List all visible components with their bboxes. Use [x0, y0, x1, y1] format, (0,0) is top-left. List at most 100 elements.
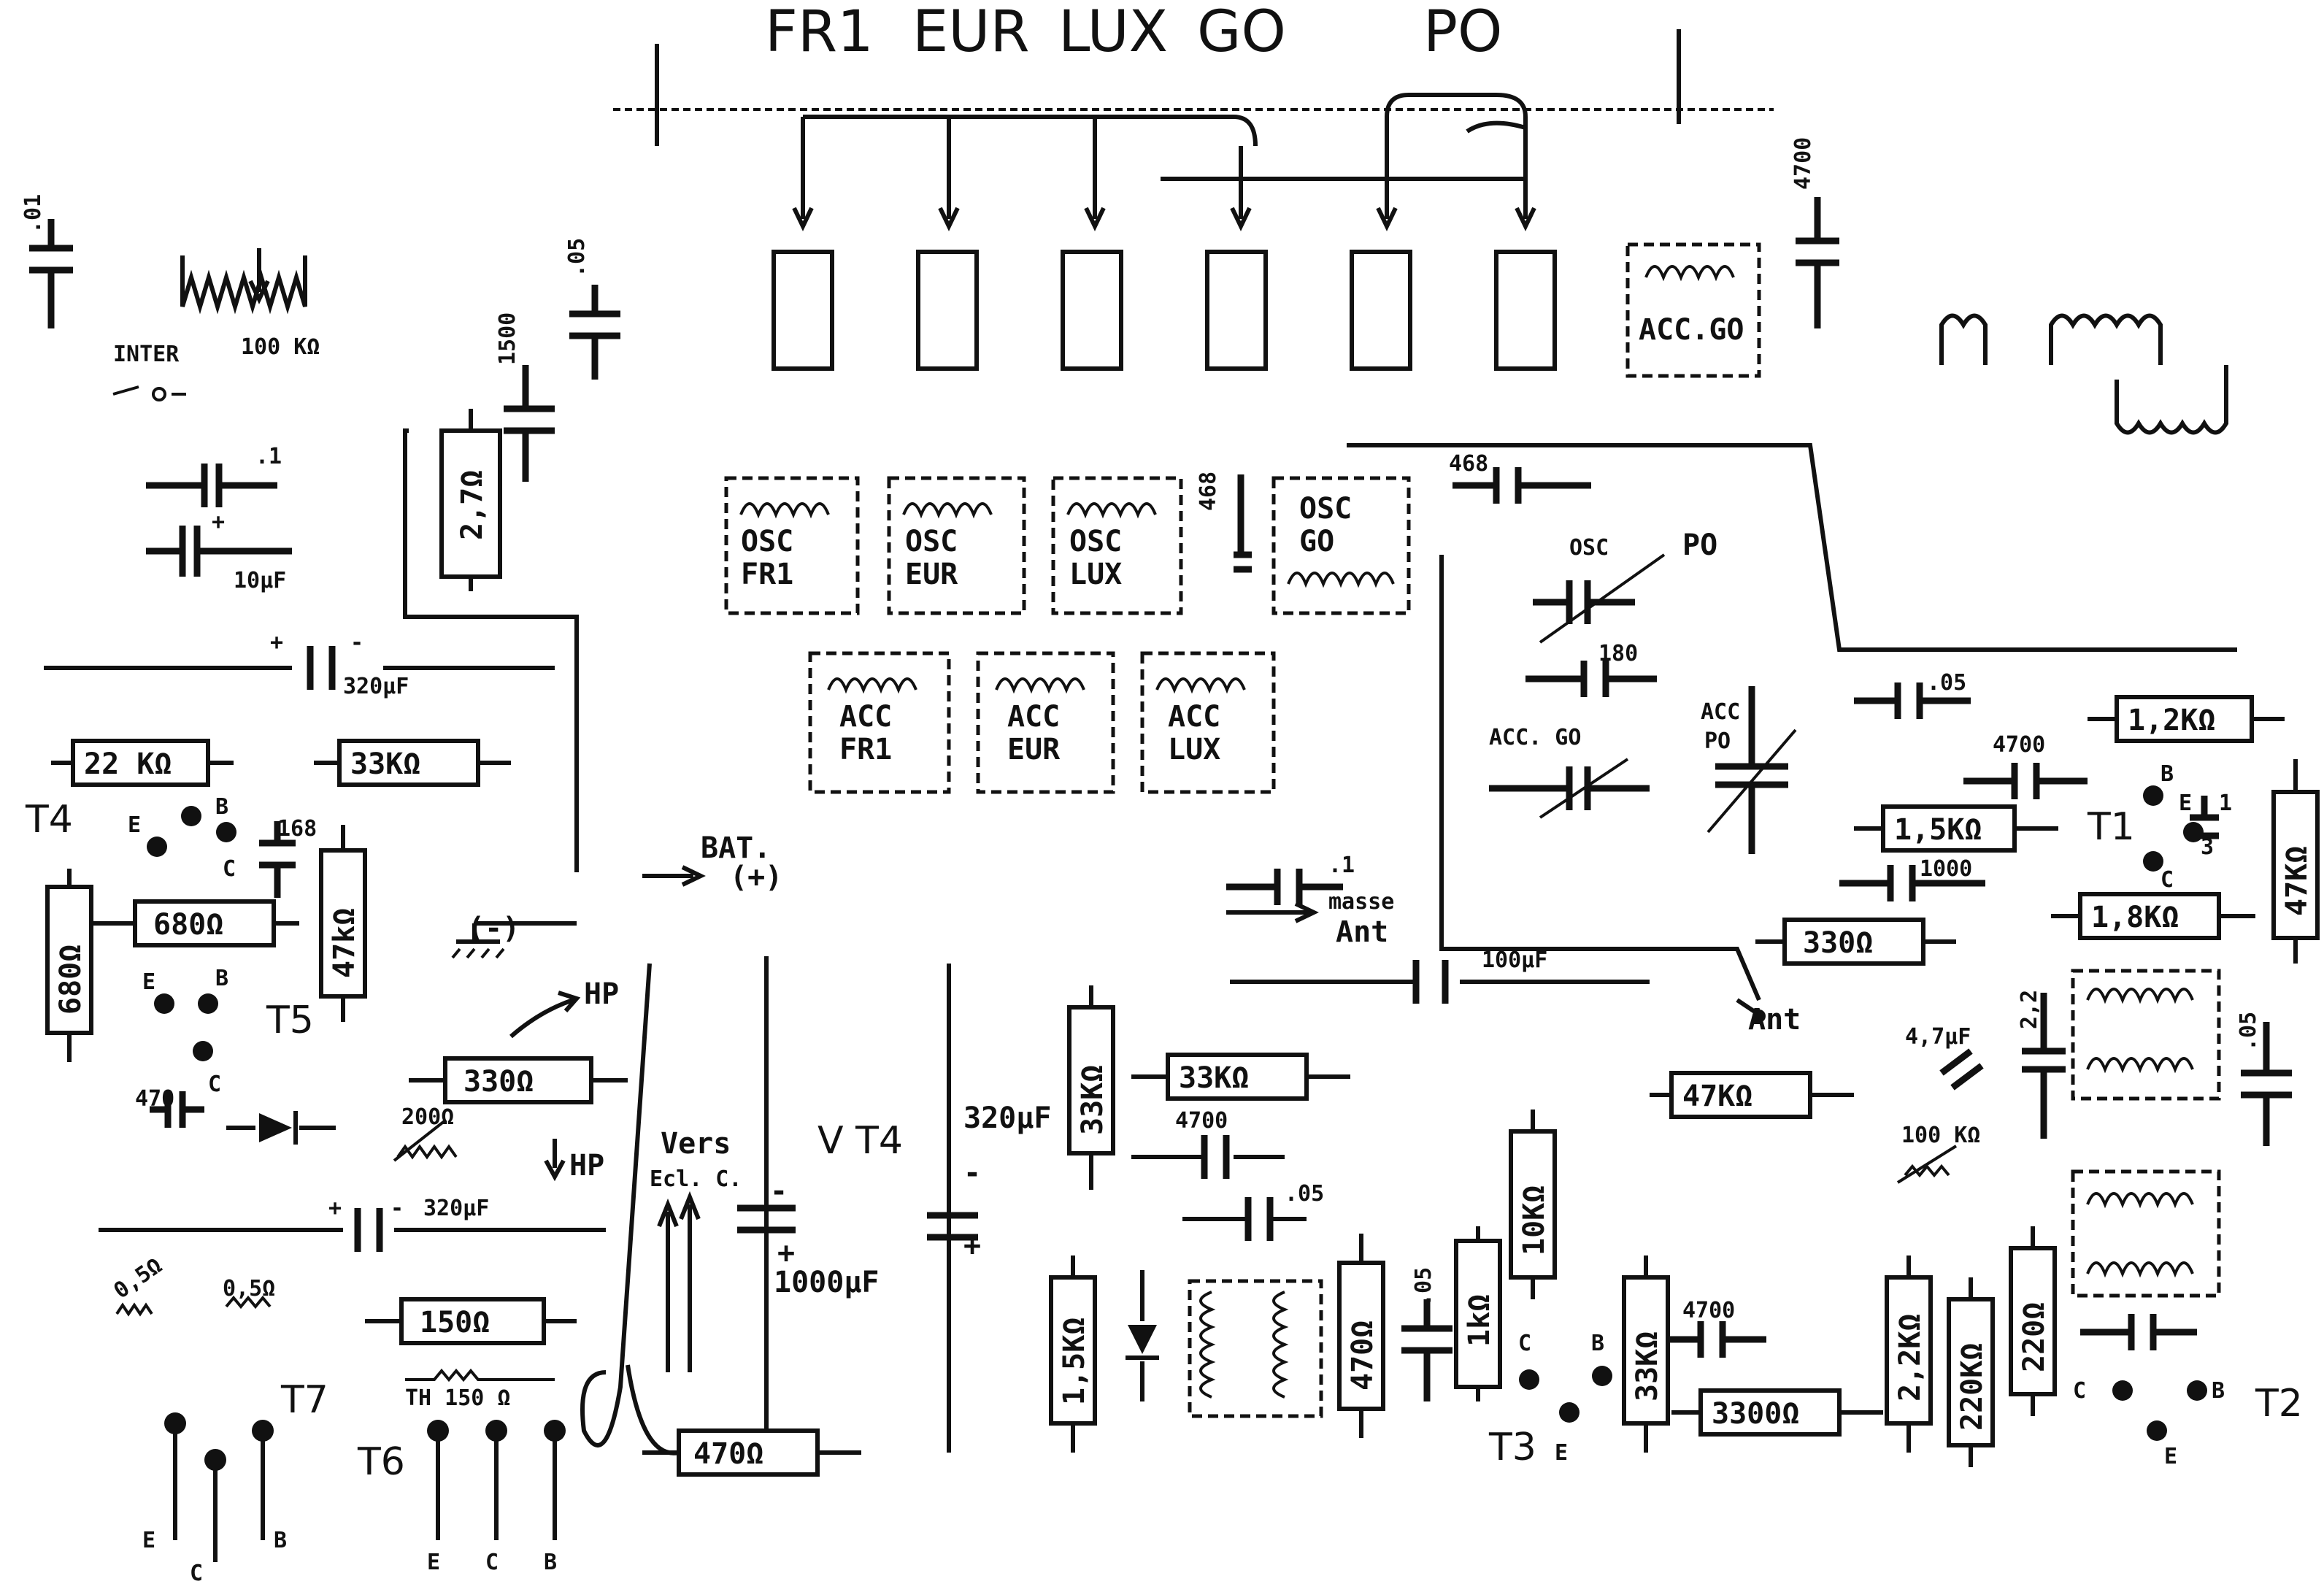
svg-text:PO: PO	[1682, 528, 1717, 562]
resistor-2-7: 2,7Ω	[439, 409, 502, 591]
transistor-pins	[147, 785, 2207, 1562]
resistor-22k: 22 KΩ	[51, 739, 234, 787]
svg-text:320µF: 320µF	[423, 1196, 489, 1221]
svg-text:C: C	[2073, 1378, 2086, 1404]
svg-text:.05: .05	[1927, 670, 1966, 696]
capacitor-4700-a	[1201, 1135, 1230, 1179]
svg-text:.05: .05	[2236, 1012, 2261, 1051]
svg-text:.05: .05	[1411, 1267, 1436, 1307]
capacitor-1-mid	[1226, 869, 1343, 905]
capacitor-320uf-top	[307, 646, 336, 690]
hp-arrow-up	[509, 991, 581, 1039]
band-switch-pads	[772, 250, 1557, 371]
svg-text:TH 150 Ω: TH 150 Ω	[405, 1385, 511, 1411]
t2-pin-b	[2187, 1380, 2207, 1401]
svg-text:330Ω: 330Ω	[1803, 926, 1873, 960]
coil-acc-lux: ACC LUX	[1140, 651, 1276, 794]
svg-text:FR1: FR1	[741, 558, 793, 591]
ground-symbol	[456, 921, 577, 944]
svg-text:HP: HP	[569, 1149, 604, 1183]
svg-text:168: 168	[277, 816, 317, 842]
pot-200	[393, 1119, 458, 1162]
svg-text:2,2: 2,2	[2017, 990, 2042, 1029]
svg-text:320µF: 320µF	[343, 674, 409, 699]
variable-capacitors	[1489, 553, 1984, 1091]
inter-switch	[112, 385, 186, 401]
hp-arrow-down	[544, 1139, 566, 1182]
svg-text:EUR: EUR	[1007, 733, 1061, 766]
svg-text:1kΩ: 1kΩ	[1463, 1294, 1496, 1347]
svg-text:+: +	[212, 509, 225, 535]
resistors: 2,7Ω 22 KΩ 33KΩ 680Ω 680Ω 47kΩ	[45, 409, 2320, 1477]
capacitors	[29, 197, 2292, 1401]
svg-text:OSC: OSC	[905, 525, 958, 558]
trimmer-acc-po	[1715, 686, 1788, 854]
capacitor-4700-right	[1963, 763, 2088, 799]
capacitor-1000uf	[737, 1204, 796, 1234]
svg-text:1000µF: 1000µF	[774, 1266, 880, 1299]
capacitor-05-bottom	[1401, 1299, 1452, 1401]
svg-text:B: B	[2161, 761, 2174, 787]
svg-text:HP: HP	[584, 977, 619, 1011]
band-label-go: GO	[1197, 0, 1286, 65]
capacitor-1500	[504, 365, 555, 482]
svg-text:C: C	[2161, 867, 2174, 893]
svg-text:100µF: 100µF	[1482, 947, 1547, 973]
svg-text:.05: .05	[1285, 1181, 1324, 1207]
t3-pin-e	[1559, 1402, 1580, 1423]
t5-pin-c	[193, 1041, 213, 1061]
capacitor-2-2	[2022, 993, 2066, 1139]
ant-arrow	[1226, 901, 1319, 923]
coil-osc-fr1: OSC FR1	[724, 476, 860, 615]
svg-text:V T4: V T4	[817, 1119, 903, 1163]
coil-acc-go: ACC.GO	[1625, 242, 1761, 378]
svg-text:OSC: OSC	[1569, 535, 1609, 561]
svg-text:220KΩ: 220KΩ	[1955, 1343, 1989, 1431]
resistor-1k: 1kΩ	[1454, 1226, 1502, 1401]
resistor-220k: 220KΩ	[1947, 1277, 1995, 1467]
svg-text:.1: .1	[1328, 853, 1355, 878]
svg-text:47kΩ: 47kΩ	[328, 908, 361, 978]
capacitor-100uf	[1412, 960, 1449, 1004]
svg-text:.05: .05	[564, 238, 590, 277]
resistor-470: 470Ω	[642, 1428, 861, 1477]
capacitor-1000	[1839, 865, 1985, 901]
t3-pin-c	[1519, 1369, 1539, 1390]
svg-text:1000: 1000	[1920, 856, 1972, 882]
loose-coils-top-right	[1939, 313, 2228, 435]
vers-arrows	[657, 1191, 701, 1372]
svg-text:C: C	[223, 856, 236, 882]
svg-text:1: 1	[2219, 791, 2232, 816]
resistor-33k-a: 33KΩ	[314, 739, 511, 787]
svg-text:680Ω: 680Ω	[153, 908, 223, 942]
resistor-470-v: 470Ω	[1337, 1234, 1385, 1438]
svg-text:468: 468	[1449, 451, 1488, 477]
svg-text:T3: T3	[1488, 1426, 1536, 1469]
svg-text:47KΩ: 47KΩ	[2280, 846, 2314, 916]
svg-text:T5: T5	[266, 999, 314, 1042]
switch-pad-eur	[916, 250, 979, 371]
svg-text:B: B	[274, 1528, 287, 1553]
resistor-2-2k: 2,2KΩ	[1885, 1255, 1933, 1453]
svg-text:200Ω: 200Ω	[401, 1104, 454, 1130]
svg-text:T2: T2	[2255, 1382, 2303, 1426]
capacitor-1	[146, 464, 277, 507]
resistor-0-5-a	[115, 1302, 153, 1317]
switch-pad-po-1	[1350, 250, 1412, 371]
potentiometers	[112, 248, 1958, 1383]
t1-pin-b	[2143, 785, 2163, 806]
band-label-fr1: FR1	[765, 0, 874, 65]
capacitor-4700-top	[1796, 197, 1839, 328]
svg-text:E: E	[142, 969, 155, 995]
thermistor-th150	[405, 1368, 555, 1383]
capacitor-05-far-right	[2241, 1022, 2292, 1146]
resistor-33k-b: 33KΩ	[1622, 1255, 1670, 1453]
svg-text:0,5Ω: 0,5Ω	[109, 1253, 167, 1304]
coil-osc-lux: OSC LUX	[1051, 476, 1183, 615]
svg-text:180: 180	[1598, 641, 1638, 666]
trimmer-osc-po	[1533, 580, 1635, 624]
svg-text:T4: T4	[25, 798, 73, 842]
svg-text:220Ω: 220Ω	[2017, 1302, 2051, 1372]
capacitor-180	[1525, 661, 1657, 697]
